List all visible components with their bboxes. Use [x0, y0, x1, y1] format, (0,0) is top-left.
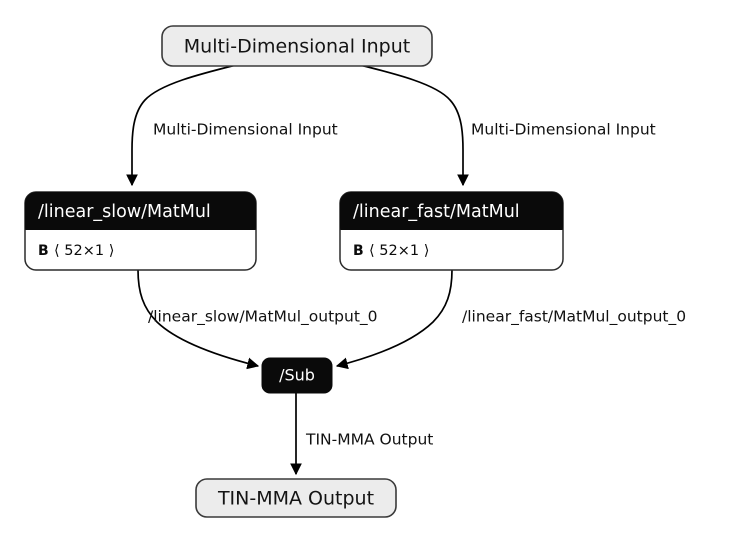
sub-node-label: /Sub: [279, 366, 315, 385]
edge-label-sub-to-output: TIN-MMA Output: [305, 431, 433, 449]
linear-slow-matmul-header: [25, 192, 256, 230]
output-node-shape[interactable]: [195, 478, 397, 518]
edge-labels-layer: Multi-Dimensional Input Multi-Dimensiona…: [148, 121, 686, 449]
linear-slow-matmul-attr-key: B: [38, 243, 49, 259]
edge-label-linear-fast-matmul-to-sub: /linear_fast/MatMul_output_0: [462, 308, 686, 327]
edges-layer: [126, 64, 469, 476]
node-tin-mma-output[interactable]: TIN-MMA Output: [195, 478, 397, 518]
edge-label-input-to-linear-slow-matmul: Multi-Dimensional Input: [153, 121, 338, 139]
node-linear-fast-matmul[interactable]: /linear_fast/MatMul B ⟨ 52×1 ⟩: [339, 191, 564, 271]
input-node-shape[interactable]: [161, 25, 433, 67]
linear-fast-matmul-header: [340, 192, 563, 230]
linear-fast-matmul-title: /linear_fast/MatMul: [353, 202, 520, 222]
edge-input-to-linear-fast-matmul: [359, 64, 469, 187]
linear-slow-matmul-attr-value: ⟨ 52×1 ⟩: [54, 243, 114, 259]
linear-slow-matmul-title: /linear_slow/MatMul: [38, 202, 211, 222]
edge-label-linear-slow-matmul-to-sub: /linear_slow/MatMul_output_0: [148, 308, 378, 327]
edge-linear-slow-matmul-to-sub: [137, 269, 260, 370]
linear-fast-matmul-attr-value: ⟨ 52×1 ⟩: [369, 243, 429, 259]
node-sub[interactable]: /Sub: [261, 357, 333, 394]
edge-label-input-to-linear-fast-matmul: Multi-Dimensional Input: [471, 121, 656, 139]
input-node-label: Multi-Dimensional Input: [184, 36, 410, 58]
sub-node-shape[interactable]: [261, 357, 333, 394]
edge-linear-fast-matmul-to-sub: [335, 269, 453, 370]
output-node-label: TIN-MMA Output: [217, 488, 374, 510]
node-multi-dimensional-input[interactable]: Multi-Dimensional Input: [161, 25, 433, 67]
node-linear-slow-matmul[interactable]: /linear_slow/MatMul B ⟨ 52×1 ⟩: [24, 191, 257, 271]
edge-input-to-linear-slow-matmul: [126, 64, 237, 187]
linear-fast-matmul-attr-key: B: [353, 243, 364, 259]
